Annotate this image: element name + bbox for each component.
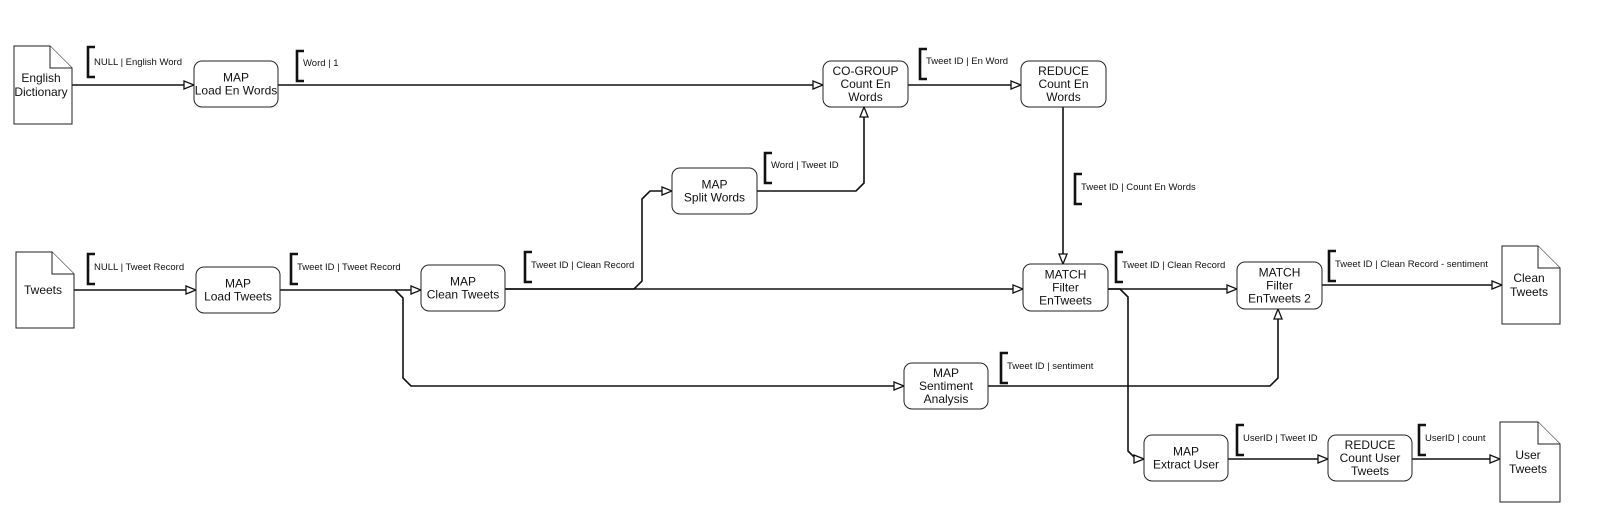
label-bracket — [918, 47, 927, 81]
operator-label-line: Load Tweets — [204, 290, 272, 304]
edge-label-lbl8: Tweet ID | Clean Record — [531, 260, 634, 271]
operator-label-line: MAP — [933, 366, 959, 380]
label-bracket — [295, 49, 304, 83]
edge-label-lbl4: Word | Tweet ID — [771, 160, 839, 171]
operator-label-line: REDUCE — [1345, 438, 1396, 452]
edge-label-lbl13: UserID | count — [1425, 433, 1486, 444]
document-label-line: Tweets — [1510, 285, 1548, 299]
edge-label-lbl11: Tweet ID | sentiment — [1007, 361, 1094, 372]
document-label-line: Tweets — [1509, 462, 1547, 476]
operator-label-line: Words — [1046, 90, 1080, 104]
operator-label-line: Filter — [1052, 281, 1079, 295]
operator-label-line: Count User — [1340, 451, 1401, 465]
document-label-line: User — [1515, 448, 1540, 462]
document-label-line: Clean — [1513, 271, 1544, 285]
edge-label-lbl9: Tweet ID | Clean Record — [1122, 260, 1225, 271]
label-bracket — [999, 351, 1008, 385]
operator-label-line: MAP — [701, 178, 727, 192]
label-bracket — [1114, 250, 1123, 284]
edge-clean-tweets-to-split-words — [505, 191, 672, 290]
operator-label-line: Split Words — [684, 191, 745, 205]
operator-label-line: EnTweets — [1039, 294, 1092, 308]
operator-label-line: MAP — [450, 275, 476, 289]
edge-label-lbl5: Tweet ID | Count En Words — [1081, 182, 1196, 193]
edge-label-lbl12: UserID | Tweet ID — [1243, 433, 1318, 444]
operator-label-line: MATCH — [1045, 268, 1087, 282]
edge-label-lbl1: NULL | English Word — [94, 57, 182, 68]
operator-label-line: CO-GROUP — [833, 64, 899, 78]
operator-label-line: Extract User — [1153, 458, 1219, 472]
edge-label-lbl7: Tweet ID | Tweet Record — [297, 262, 401, 273]
label-bracket — [763, 151, 772, 185]
label-bracket — [523, 250, 532, 284]
edge-sentiment-to-match2 — [988, 309, 1278, 387]
label-bracket — [1235, 423, 1244, 457]
edge-label-lbl6: NULL | Tweet Record — [94, 262, 184, 273]
document-tweets: Tweets — [15, 251, 75, 329]
label-bracket — [1327, 249, 1336, 283]
label-bracket — [1073, 172, 1082, 206]
operator-label-line: Count En — [840, 77, 890, 91]
operator-label-line: Load En Words — [195, 84, 278, 98]
edge-split-words-to-cogroup — [757, 107, 864, 192]
operator-label-line: REDUCE — [1038, 64, 1089, 78]
edge-match-to-extract-user — [1108, 288, 1144, 459]
operator-label-line: MAP — [223, 71, 249, 85]
document-label-line: English — [21, 71, 60, 85]
operator-label-line: Filter — [1266, 279, 1293, 293]
edge-load-tweets-to-sentiment — [394, 289, 904, 386]
operator-label-line: Clean Tweets — [427, 288, 500, 302]
operator-label-line: MAP — [1173, 445, 1199, 459]
label-bracket — [289, 252, 298, 286]
edge-label-lbl3: Tweet ID | En Word — [926, 56, 1008, 67]
label-bracket — [86, 252, 95, 286]
operator-label-line: Sentiment — [919, 379, 974, 393]
edge-label-lbl10: Tweet ID | Clean Record - sentiment — [1335, 259, 1488, 270]
operator-label-line: Words — [848, 90, 882, 104]
operator-label-line: Tweets — [1351, 464, 1389, 478]
operator-label-line: MATCH — [1259, 266, 1301, 280]
edge-label-lbl2: Word | 1 — [303, 58, 339, 69]
label-bracket — [86, 45, 95, 79]
operator-label-line: EnTweets 2 — [1248, 292, 1311, 306]
operator-label-line: MAP — [225, 277, 251, 291]
label-bracket — [1417, 423, 1426, 457]
document-label-line: Tweets — [24, 283, 62, 297]
operator-label-line: Analysis — [924, 392, 969, 406]
operator-label-line: Count En — [1038, 77, 1088, 91]
document-label-line: Dictionary — [14, 85, 67, 99]
